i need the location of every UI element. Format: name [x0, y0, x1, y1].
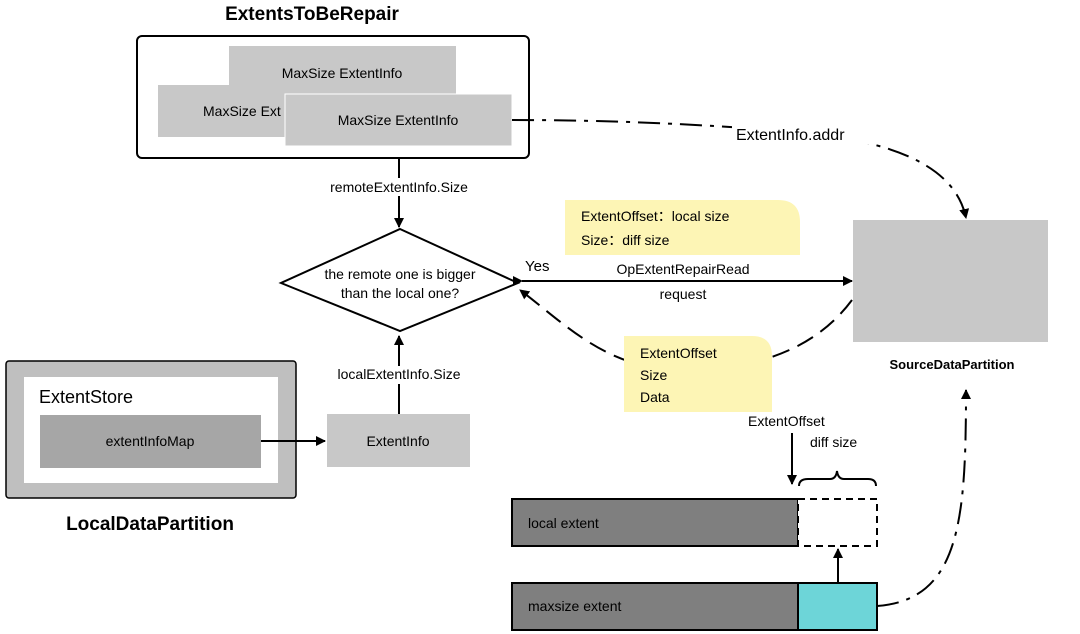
extent-info-map-box: [40, 415, 261, 468]
request-label-line1: OpExtentRepairRead: [616, 261, 749, 277]
response-note-line3: Data: [640, 389, 670, 405]
local-extentinfo-box: [327, 414, 470, 467]
response-note: [624, 336, 772, 412]
diff-extent-segment: [797, 582, 878, 631]
request-note-line2: Size：diff size: [581, 232, 670, 248]
decision-text-line1: the remote one is bigger: [325, 266, 476, 282]
diff-size-brace: [798, 470, 877, 487]
response-dashed-curve: [519, 289, 853, 371]
response-note-line1: ExtentOffset: [640, 345, 717, 361]
yes-label: Yes: [525, 258, 549, 275]
extent-info-map-label: extentInfoMap: [106, 433, 195, 449]
maxsize-extent-bar: [511, 582, 799, 631]
extent-offset-label: ExtentOffset: [748, 413, 825, 429]
remote-size-label: remoteExtentInfo.Size: [330, 179, 468, 195]
local-extentinfo-label: ExtentInfo: [366, 433, 429, 449]
local-size-label: localExtentInfo.Size: [338, 366, 461, 382]
local-extent-label: local extent: [528, 515, 599, 531]
source-data-partition-title: SourceDataPartition: [890, 357, 1015, 372]
local-data-partition-title: LocalDataPartition: [66, 514, 234, 535]
extentinfo-addr-label: ExtentInfo.addr: [736, 127, 845, 144]
maxsize-to-source-curve: [876, 389, 971, 607]
remote-size-label-bg: [318, 178, 480, 196]
request-label-line2: request: [660, 286, 707, 302]
extentinfo-card-front-label: MaxSize ExtentInfo: [338, 112, 459, 128]
request-note-line1: ExtentOffset：local size: [581, 208, 730, 224]
decision-text-line2: than the local one?: [341, 285, 460, 301]
extentinfo-card-back-label: MaxSize ExtentInfo: [282, 65, 403, 81]
source-data-partition-box: [853, 220, 1048, 342]
extentinfo-addr-curve: [511, 119, 970, 219]
extentinfo-addr-label-bg: [732, 122, 874, 144]
local-size-label-bg: [324, 366, 474, 384]
decision-diamond: [278, 227, 521, 333]
request-note: [565, 200, 800, 255]
missing-extent-segment: [797, 498, 878, 547]
extents-repair-title: ExtentsToBeRepair: [225, 4, 399, 25]
extentinfo-card-left-label: MaxSize Ext: [203, 103, 281, 119]
diff-size-label: diff size: [810, 434, 857, 450]
response-note-line2: Size: [640, 367, 667, 383]
maxsize-extent-label: maxsize extent: [528, 598, 621, 614]
extent-store-title: ExtentStore: [39, 387, 133, 407]
